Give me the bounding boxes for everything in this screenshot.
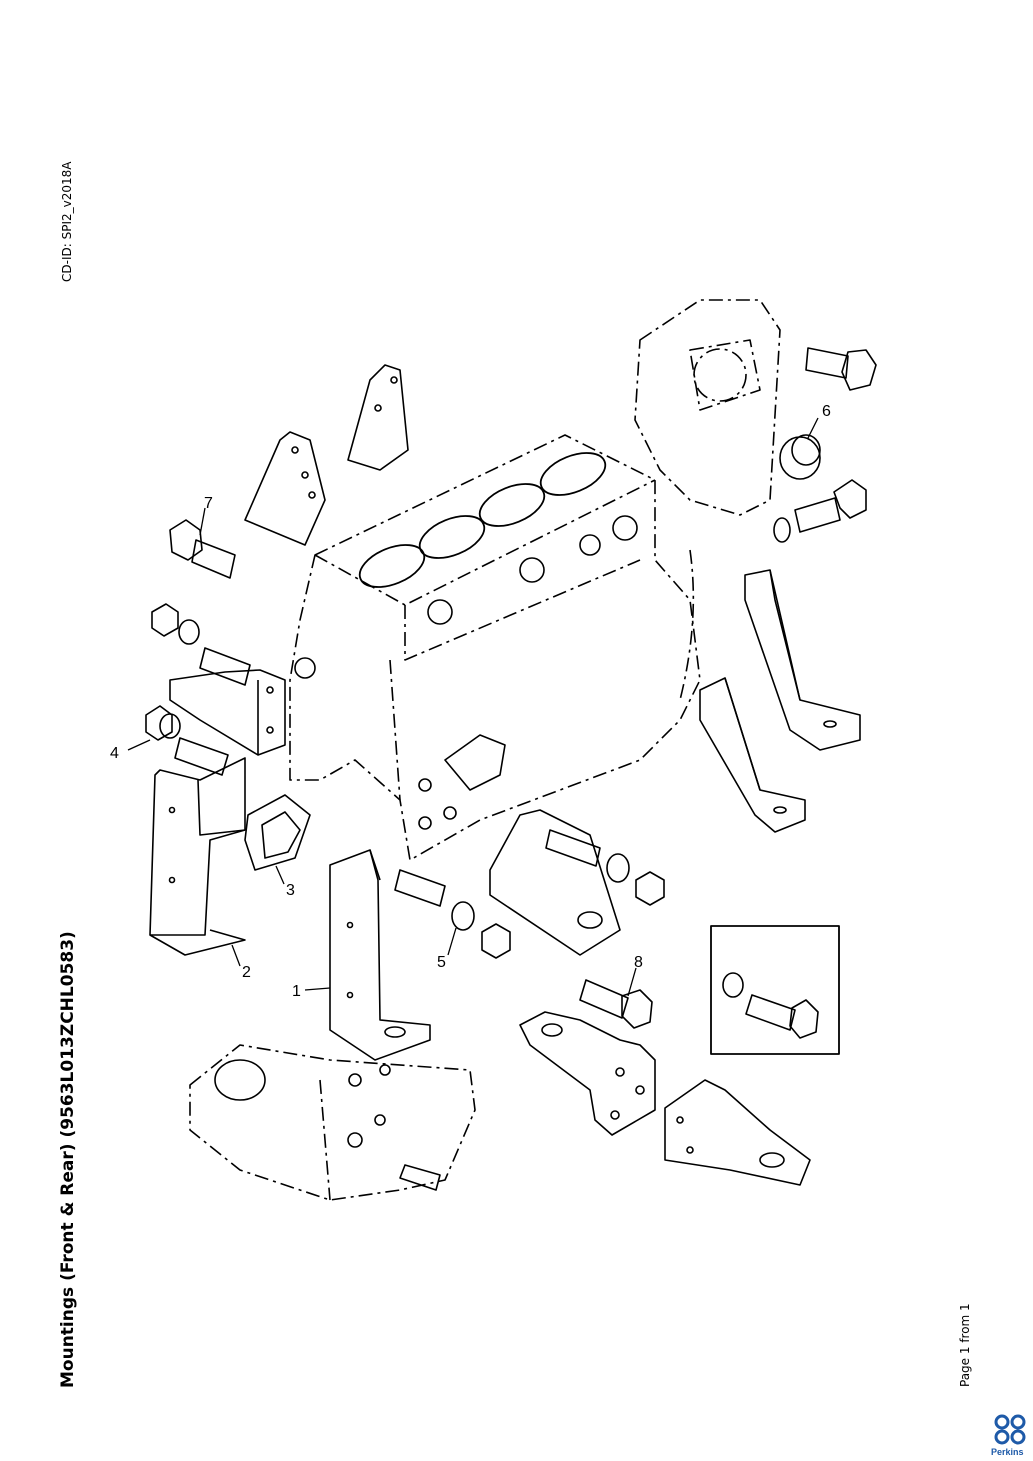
callout-5: 5 — [437, 954, 446, 971]
block-ports — [294, 515, 638, 830]
top-bracket-small — [347, 364, 409, 471]
bottom-bracket-left — [519, 1011, 656, 1136]
front-bracket-1 — [329, 849, 431, 1061]
engine-block — [289, 434, 701, 861]
bolt-8 — [579, 979, 653, 1029]
lower-block-details — [214, 1059, 441, 1191]
plug-6 — [779, 434, 821, 480]
cylinder-bores — [358, 452, 607, 588]
bolt-right-with-washer — [773, 479, 867, 543]
bolt-7 — [169, 519, 236, 579]
engine-block-lower — [189, 1044, 476, 1201]
brand-name: Perkins — [991, 1447, 1024, 1457]
callout-6: 6 — [822, 403, 831, 420]
rear-bracket-right-tall — [744, 569, 861, 751]
fastener-set-4 — [145, 705, 229, 776]
detail-inset — [710, 925, 840, 1055]
front-bracket-2 — [149, 757, 246, 956]
fastener-set-upper — [151, 603, 251, 686]
leader-lines — [127, 417, 819, 997]
bottom-bracket-right — [664, 1079, 811, 1186]
callout-7: 7 — [204, 495, 213, 512]
fastener-set-centre — [545, 829, 665, 906]
adapter-plate-3 — [244, 794, 311, 871]
bolt-top-right — [805, 347, 877, 391]
fastener-set-5 — [394, 869, 511, 959]
callout-2: 2 — [242, 964, 251, 981]
callout-3: 3 — [286, 882, 295, 899]
top-bracket-large — [244, 431, 326, 546]
callout-labels: 1 2 3 4 5 6 7 8 — [110, 403, 831, 1000]
front-bracket-upper — [169, 669, 286, 756]
flywheel-housing — [634, 299, 781, 701]
callout-8: 8 — [634, 954, 643, 971]
callout-1: 1 — [292, 983, 301, 1000]
rear-bracket-right-short — [699, 677, 806, 833]
front-bracket-centre — [489, 809, 621, 956]
perkins-logo — [994, 1414, 1026, 1445]
callout-4: 4 — [110, 745, 119, 762]
